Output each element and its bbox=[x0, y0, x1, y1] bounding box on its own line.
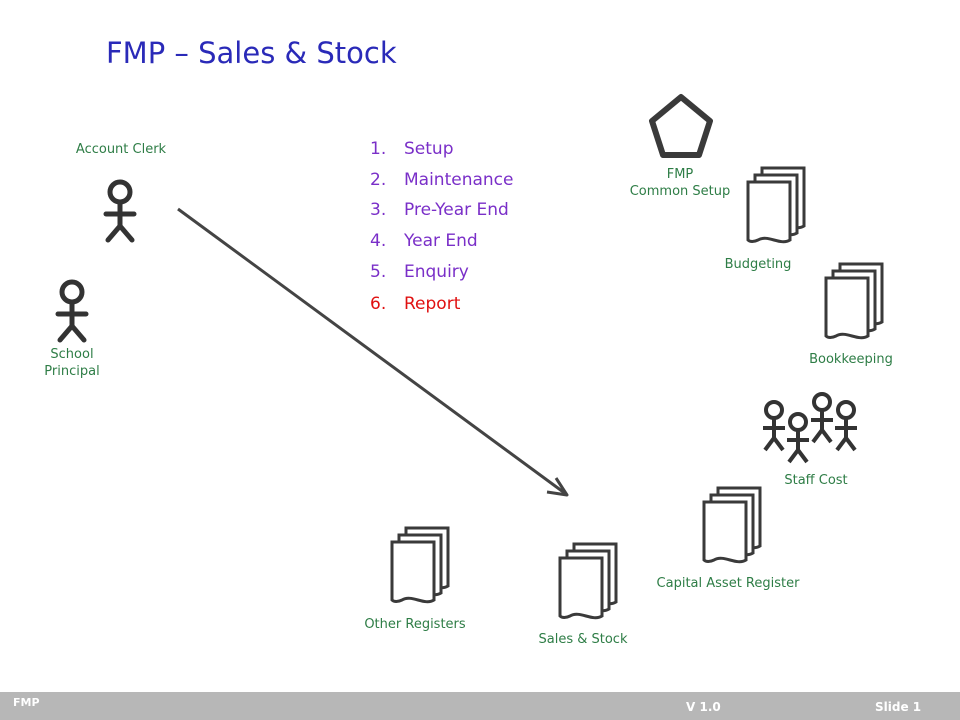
budgeting-documents-icon[interactable] bbox=[742, 166, 808, 252]
account-clerk-label: Account Clerk bbox=[75, 142, 167, 157]
capital-asset-register-label: Capital Asset Register bbox=[656, 576, 800, 591]
menu-item-label: Setup bbox=[404, 139, 454, 159]
sales-and-stock-label: Sales & Stock bbox=[538, 632, 628, 647]
fmp-common-setup-label-line1: FMP bbox=[666, 167, 694, 182]
capital-asset-register-documents-icon[interactable] bbox=[698, 486, 764, 572]
budgeting-label: Budgeting bbox=[724, 257, 792, 272]
bookkeeping-documents-icon[interactable] bbox=[820, 262, 886, 348]
other-registers-label: Other Registers bbox=[364, 617, 466, 632]
menu-item-enquiry[interactable]: 5. Enquiry bbox=[370, 261, 513, 292]
menu-item-number: 5. bbox=[370, 261, 387, 282]
menu-item-number: 6. bbox=[370, 294, 387, 315]
fmp-common-setup-icon[interactable] bbox=[648, 93, 714, 159]
menu-item-report[interactable]: 6. Report bbox=[370, 293, 513, 324]
school-principal-actor-icon[interactable] bbox=[52, 278, 92, 344]
menu-item-label: Pre-Year End bbox=[404, 200, 509, 221]
staff-cost-people-icon[interactable] bbox=[756, 390, 864, 468]
menu-item-pre-year-end[interactable]: 3. Pre-Year End bbox=[370, 199, 513, 230]
bookkeeping-label: Bookkeeping bbox=[809, 352, 893, 367]
menu-item-label: Enquiry bbox=[404, 261, 469, 282]
school-principal-label: School Principal bbox=[22, 346, 122, 380]
school-principal-label-line1: School bbox=[50, 347, 94, 362]
menu-item-number: 3. bbox=[370, 200, 387, 221]
footer-version: V 1.0 bbox=[686, 700, 721, 714]
menu-item-label: Report bbox=[404, 294, 461, 315]
account-clerk-actor-icon[interactable] bbox=[100, 178, 140, 244]
footer-brand: FMP bbox=[13, 696, 40, 709]
menu-item-label: Year End bbox=[404, 231, 478, 252]
menu-item-number: 4. bbox=[370, 231, 387, 252]
fmp-common-setup-label: FMP Common Setup bbox=[620, 166, 740, 200]
footer-slide-number: Slide 1 bbox=[875, 700, 922, 714]
menu-item-setup[interactable]: 1. Setup bbox=[370, 138, 513, 169]
menu-item-label: Maintenance bbox=[404, 169, 514, 190]
fmp-common-setup-label-line2: Common Setup bbox=[629, 184, 731, 199]
sales-and-stock-documents-icon[interactable] bbox=[554, 542, 620, 628]
menu-item-year-end[interactable]: 4. Year End bbox=[370, 230, 513, 261]
page-title: FMP – Sales & Stock bbox=[106, 36, 397, 70]
staff-cost-label: Staff Cost bbox=[784, 473, 848, 488]
school-principal-label-line2: Principal bbox=[44, 364, 100, 379]
other-registers-documents-icon[interactable] bbox=[386, 526, 452, 612]
process-menu: 1. Setup 2. Maintenance 3. Pre-Year End 4. Y… bbox=[370, 138, 513, 324]
menu-item-number: 2. bbox=[370, 169, 387, 190]
menu-item-number: 1. bbox=[370, 139, 387, 159]
footer-bar: FMP V 1.0 Slide 1 bbox=[0, 692, 960, 720]
menu-item-maintenance[interactable]: 2. Maintenance bbox=[370, 169, 513, 200]
